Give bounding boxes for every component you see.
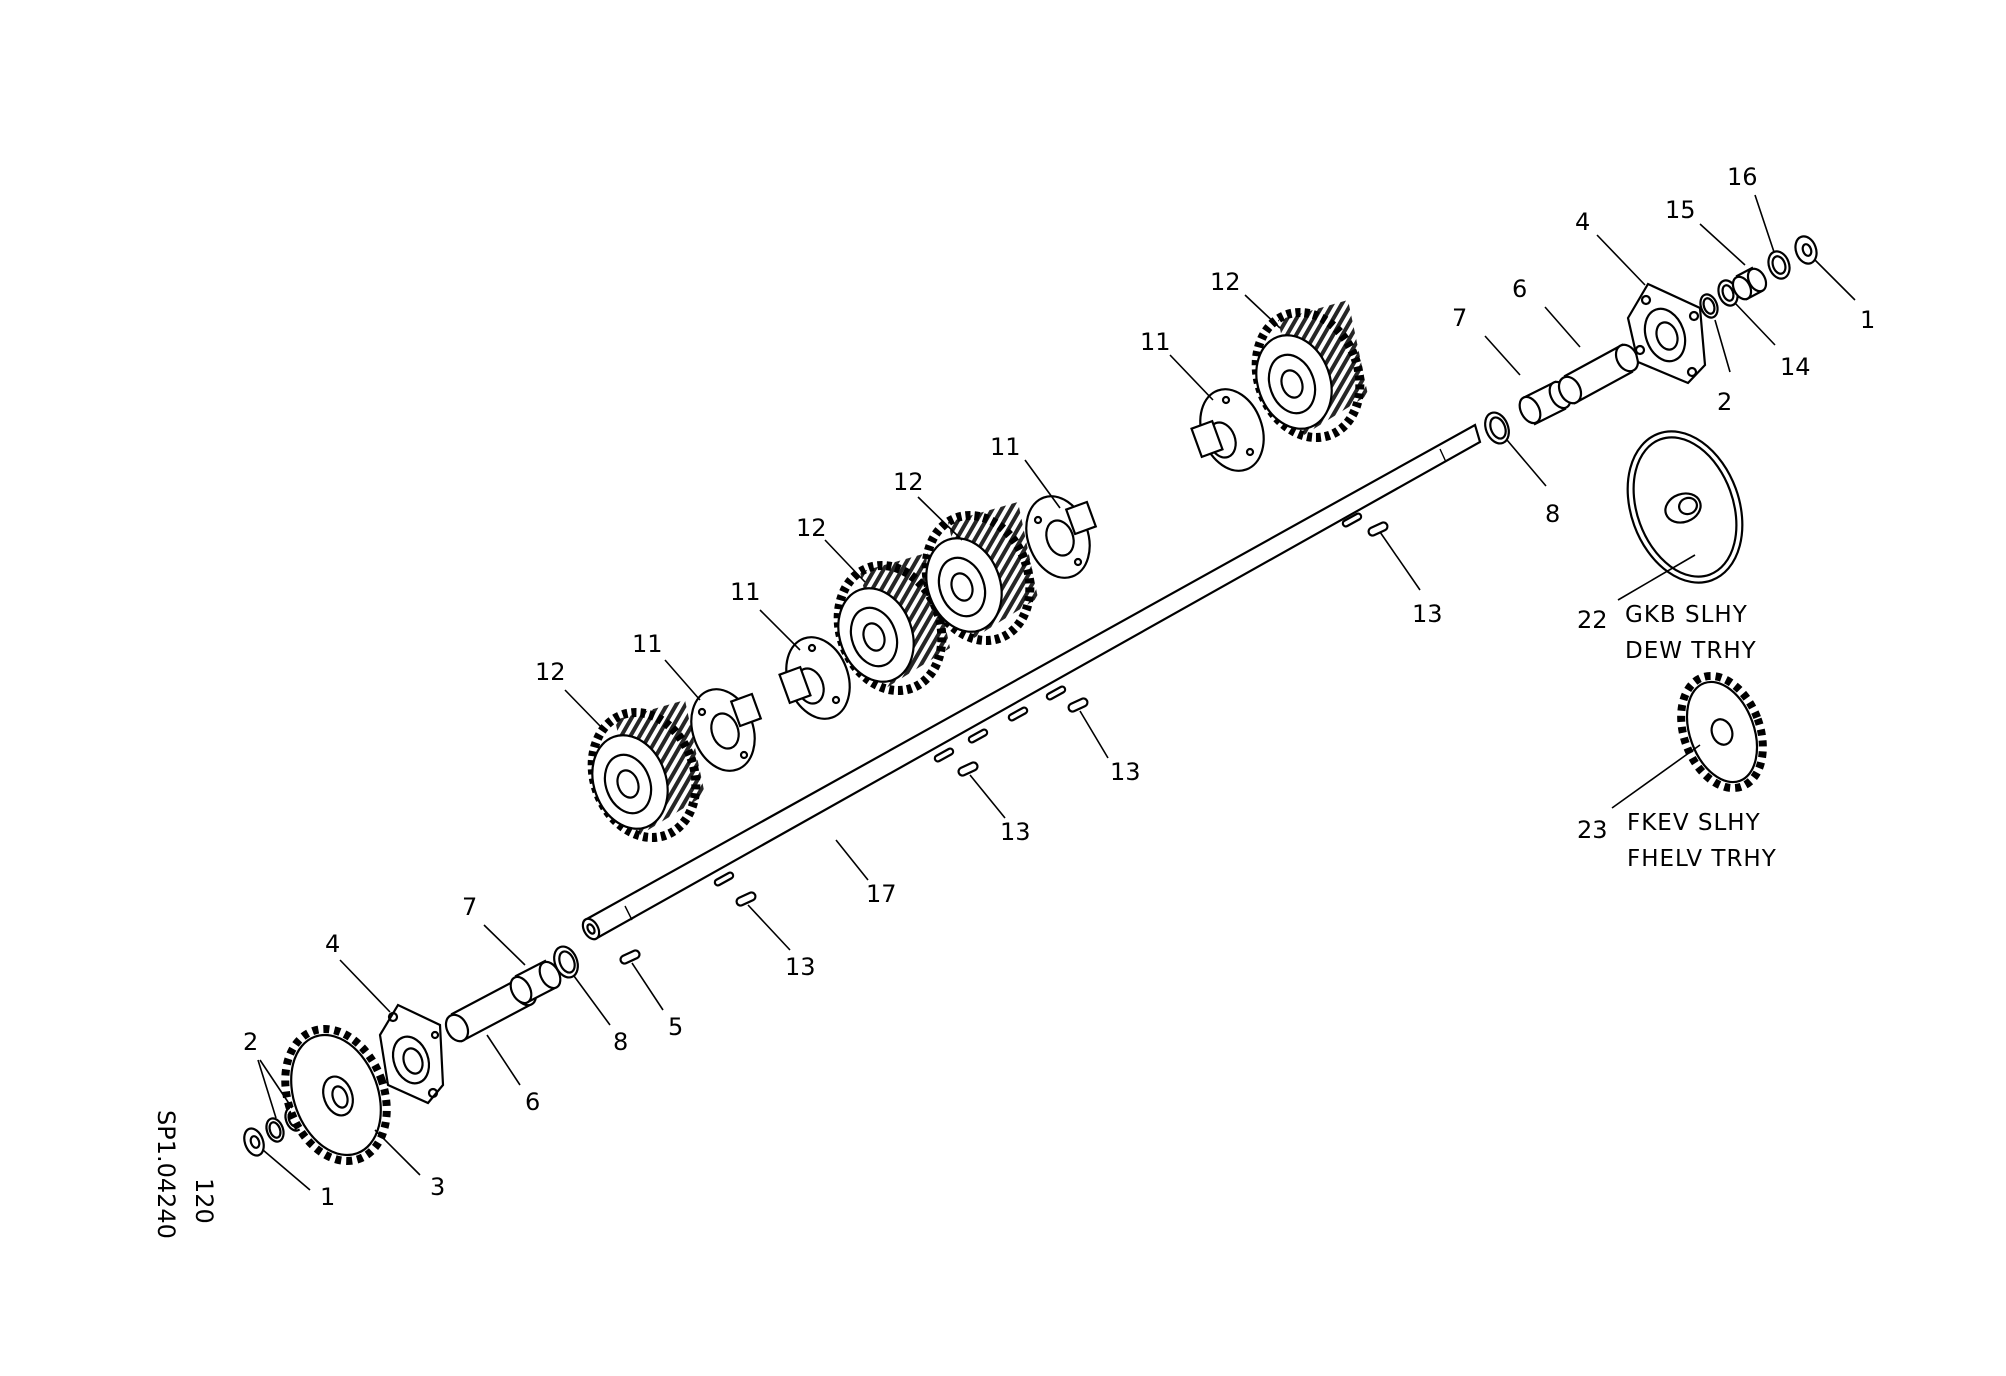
gear-part-12-1 [587,700,705,843]
callout-13-d: 13 [1412,600,1443,628]
hub-plate-part-11-1 [690,688,763,772]
callout-labels: 1 2 3 4 6 7 8 5 13 17 13 13 12 11 11 12 … [243,163,1875,1211]
key-part-5 [619,949,641,965]
hub-plate-part-11-3 [1025,495,1098,579]
callout-12-c: 12 [893,468,924,496]
flange-bearing-part-4-right [1626,282,1707,385]
ring-part-2-right [1699,293,1719,319]
part-notes: GKB SLHY DEW TRHY FKEV SLHY FHELV TRHY [1625,602,1777,872]
drawing-reference: SP1.04240 120 [152,1110,218,1239]
callout-4-right: 4 [1575,208,1590,236]
main-shaft [581,423,1482,941]
ring-part-16 [1767,250,1791,280]
callout-8-left: 8 [613,1028,628,1056]
flange-bearing-part-4-left [378,1003,445,1105]
callout-11-b: 11 [730,578,761,606]
ring-part-8-left [553,945,579,979]
callout-13-c: 13 [1110,758,1141,786]
callout-23: 23 [1577,816,1608,844]
callout-15: 15 [1665,196,1696,224]
callout-5: 5 [668,1013,683,1041]
callout-7-right: 7 [1452,304,1467,332]
drawing-reference-number: 120 [190,1178,218,1224]
sleeve-part-6-right [1557,343,1640,405]
callout-1-right: 1 [1860,306,1875,334]
callout-14: 14 [1780,353,1811,381]
pulley-part-22 [1626,430,1744,584]
leader-lines [257,194,1856,1191]
gear-part-12-3 [921,502,1038,646]
note-22-line-1: GKB SLHY [1625,602,1748,628]
note-22-line-2: DEW TRHY [1625,638,1757,664]
callout-6-right: 6 [1512,275,1527,303]
bushing-part-7-left [509,959,562,1005]
callout-13-b: 13 [1000,818,1031,846]
callout-22: 22 [1577,606,1608,634]
callout-7-left: 7 [462,893,477,921]
callout-2-left: 2 [243,1028,258,1056]
note-23-line-1: FKEV SLHY [1627,810,1761,836]
callout-8-right: 8 [1545,500,1560,528]
drawing-reference-code: SP1.04240 [152,1110,180,1239]
washer-part-1-left [243,1127,265,1157]
callout-6-left: 6 [525,1088,540,1116]
callout-11-c: 11 [990,433,1021,461]
keys-part-13 [735,521,1389,907]
washer-part-1-right [1794,235,1818,265]
sprocket-part-3 [281,1025,391,1165]
bushing-part-7-right [1518,380,1572,426]
ring-part-8-right [1484,411,1510,445]
callout-11-d: 11 [1140,328,1171,356]
callout-4-left: 4 [325,930,340,958]
callout-1-left: 1 [320,1183,335,1211]
callout-12-d: 12 [1210,268,1241,296]
sprocket-part-23 [1677,671,1767,793]
gear-part-12-4 [1251,300,1368,443]
callout-16: 16 [1727,163,1758,191]
callout-12-b: 12 [796,514,827,542]
callout-11-a: 11 [632,630,663,658]
bushing-part-15 [1731,266,1768,301]
callout-2-right: 2 [1717,388,1732,416]
callout-17: 17 [866,880,897,908]
callout-3: 3 [430,1173,445,1201]
callout-12-a: 12 [535,658,566,686]
hub-plate-part-11-2 [778,636,851,720]
callout-13-a: 13 [785,953,816,981]
hub-plate-part-11-4 [1190,388,1265,472]
note-23-line-2: FHELV TRHY [1627,846,1777,872]
